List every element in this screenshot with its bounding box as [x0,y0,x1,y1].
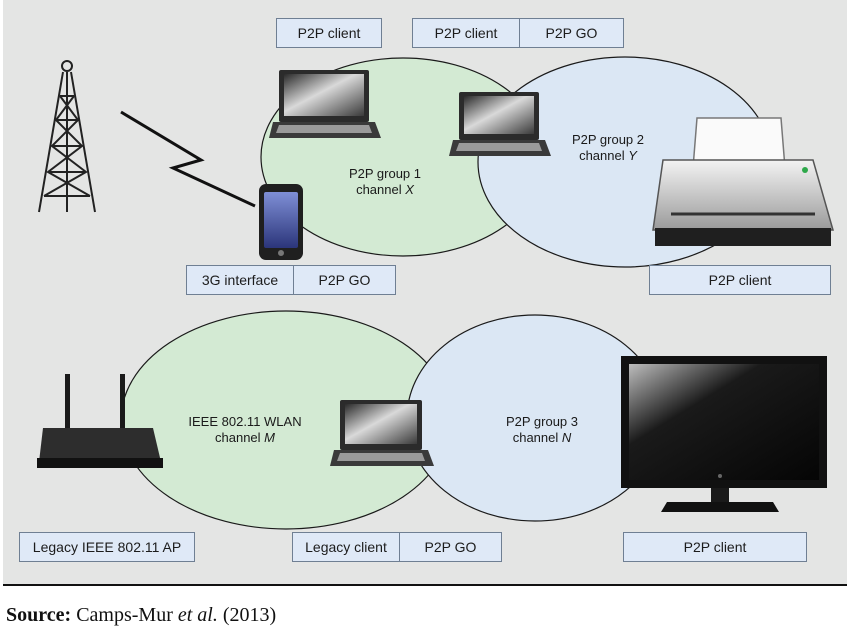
wlan-name: IEEE 802.11 WLAN [188,414,302,429]
label-cell: Legacy IEEE 802.11 AP [32,539,182,555]
label-p2p-client-go-top: P2P client P2P GO [412,18,624,48]
cell-tower-icon [38,60,96,213]
group-2-caption: P2P group 2 channel Y [556,132,660,164]
diagram-panel: P2P group 1 channel X P2P group 2 channe… [3,0,847,586]
label-cell: P2P client [683,539,747,555]
label-cell: P2P client [297,25,361,41]
label-legacy-client-go: Legacy client P2P GO [292,532,502,562]
channel-var: Y [628,148,637,163]
laptop-icon [330,400,434,466]
group-1-caption: P2P group 1 channel X [333,166,437,198]
label-cell: Legacy client [305,539,387,555]
wlan-caption: IEEE 802.11 WLAN channel M [175,414,315,446]
group-3-name: P2P group 3 [505,414,579,429]
label-cell: 3G interface [201,272,279,288]
group-2-channel: channel Y [556,148,660,164]
channel-var: X [405,182,414,197]
source-authors: Camps-Mur [76,604,178,626]
smartphone-icon [259,184,303,260]
label-cell: P2P GO [519,19,623,47]
group-2-name: P2P group 2 [571,132,645,147]
channel-var: N [561,430,572,445]
channel-word: channel [215,430,265,445]
source-caption: Source: Camps-Mur et al. (2013) [6,604,276,627]
label-cell: P2P GO [399,533,501,561]
wireless-link-icon [120,110,256,208]
group-1-name: P2P group 1 [348,166,422,181]
monitor-icon [621,356,827,512]
diagram-canvas [37,56,834,530]
label-cell: P2P GO [293,266,395,294]
laptop-icon [449,92,551,156]
group-3-channel: channel N [487,430,597,446]
group-3-caption: P2P group 3 channel N [487,414,597,446]
label-p2p-client-tv: P2P client [623,532,807,562]
source-label: Source: [6,604,72,626]
source-year: (2013) [217,604,277,626]
label-legacy-ap: Legacy IEEE 802.11 AP [19,532,195,562]
wifi-router-icon [37,374,163,468]
label-3g-go: 3G interface P2P GO [186,265,396,295]
label-cell: P2P client [434,25,498,41]
laptop-icon [269,70,381,138]
channel-word: channel [512,430,562,445]
label-p2p-client-top-left: P2P client [276,18,382,48]
group-1-channel: channel X [333,182,437,198]
channel-word: channel [356,182,406,197]
wlan-channel: channel M [175,430,315,446]
source-etal: et al. [177,604,218,626]
channel-word: channel [579,148,629,163]
label-p2p-client-printer: P2P client [649,265,831,295]
channel-var: M [264,430,275,445]
label-cell: P2P client [708,272,772,288]
printer-icon [652,117,834,246]
